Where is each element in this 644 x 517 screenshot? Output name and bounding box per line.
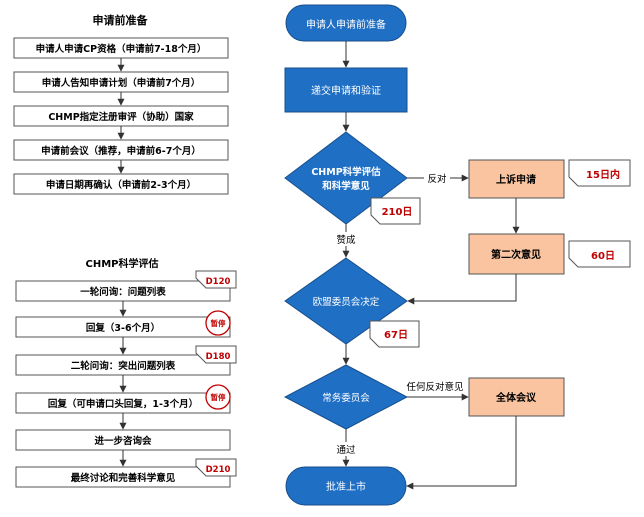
prep-step-3: CHMP指定注册审评（协助）国家 xyxy=(13,105,229,127)
start-node-label: 申请人申请前准备 xyxy=(306,18,386,31)
eval-step-2-label: 回复（3-6个月） xyxy=(86,322,160,334)
tag-210-days-label: 210日 xyxy=(382,206,413,218)
chmp-decision-line1: CHMP科学评估 xyxy=(311,166,381,178)
prep-step-1: 申请人申请CP资格（申请前7-18个月） xyxy=(13,37,229,59)
oppose-label: 反对 xyxy=(427,173,447,185)
tag-d180: D180 xyxy=(195,345,237,364)
plenary-node-label: 全体会议 xyxy=(495,391,537,404)
eval-step-2: 回复（3-6个月） xyxy=(15,316,231,338)
second-opinion-node-label: 第二次意见 xyxy=(491,248,541,261)
prep-step-4-label: 申请前会议（推荐，申请前6-7个月） xyxy=(41,145,201,157)
standing-committee: 常务委员会 xyxy=(283,364,409,430)
tag-210-days: 210日 xyxy=(370,197,421,225)
tag-d210-label: D210 xyxy=(206,465,231,475)
appeal-node-label: 上诉申请 xyxy=(496,173,536,186)
start-node: 申请人申请前准备 xyxy=(285,4,407,42)
prep-step-2-label: 申请人告知申请计划（申请前7个月） xyxy=(42,77,201,89)
any-objection-label: 任何反对意见 xyxy=(406,381,463,393)
chmp-decision-line2: 和科学意见 xyxy=(321,180,370,192)
eval-step-1-label: 一轮问询：问题列表 xyxy=(80,286,166,298)
pass-label: 通过 xyxy=(336,444,356,456)
eval-step-3: 二轮问询：突出问题列表 xyxy=(15,354,231,376)
prep-step-4: 申请前会议（推荐，申请前6-7个月） xyxy=(13,139,229,161)
submit-node: 递交申请和验证 xyxy=(284,67,408,113)
prep-step-3-label: CHMP指定注册审评（协助）国家 xyxy=(48,111,194,123)
eval-step-6: 最终讨论和完善科学意见 xyxy=(15,466,231,488)
pause-badge-2-label: 暂停 xyxy=(211,392,226,402)
tag-d120: D120 xyxy=(195,270,237,289)
prep-step-1-label: 申请人申请CP资格（申请前7-18个月） xyxy=(36,43,207,55)
tag-d210: D210 xyxy=(195,458,237,477)
eval-step-6-label: 最终讨论和完善科学意见 xyxy=(71,472,176,484)
final-node: 批准上市 xyxy=(285,466,407,506)
eval-step-5-label: 进一步咨询会 xyxy=(94,435,152,447)
arrow-plenary-final xyxy=(406,416,517,490)
pause-badge-1: 暂停 xyxy=(205,310,231,336)
eval-step-1: 一轮问询：问题列表 xyxy=(15,280,231,302)
eval-step-5: 进一步咨询会 xyxy=(15,429,231,451)
approve-label: 赞成 xyxy=(336,234,356,246)
tag-15-days: 15日内 xyxy=(568,159,631,187)
tag-15-days-label: 15日内 xyxy=(586,168,620,181)
second-opinion-node: 第二次意见 xyxy=(468,233,565,275)
tag-d120-label: D120 xyxy=(206,277,231,287)
tag-60-days: 60日 xyxy=(568,240,631,268)
prep-step-2: 申请人告知申请计划（申请前7个月） xyxy=(13,71,229,93)
standing-committee-label: 常务委员会 xyxy=(322,392,370,404)
pause-badge-2: 暂停 xyxy=(205,384,231,410)
prep-step-5: 申请日期再确认（申请前2-3个月） xyxy=(13,173,229,195)
tag-d180-label: D180 xyxy=(206,352,231,362)
eval-step-4-label: 回复（可申请口头回复，1-3个月） xyxy=(48,398,198,410)
eval-step-3-label: 二轮问询：突出问题列表 xyxy=(71,360,176,372)
eval-title: CHMP科学评估 xyxy=(86,257,159,270)
eu-decision-label: 欧盟委员会决定 xyxy=(313,296,380,308)
prep-title: 申请前准备 xyxy=(93,13,149,27)
plenary-node: 全体会议 xyxy=(468,377,565,417)
arrow-second-eu xyxy=(407,274,517,305)
pause-badge-1-label: 暂停 xyxy=(211,318,226,328)
prep-step-5-label: 申请日期再确认（申请前2-3个月） xyxy=(46,179,196,191)
tag-67-days-label: 67日 xyxy=(384,329,408,341)
eval-step-4: 回复（可申请口头回复，1-3个月） xyxy=(15,392,231,414)
submit-node-label: 递交申请和验证 xyxy=(311,84,381,97)
final-node-label: 批准上市 xyxy=(326,480,366,493)
tag-67-days: 67日 xyxy=(369,320,420,348)
appeal-node: 上诉申请 xyxy=(468,159,565,199)
tag-60-days-label: 60日 xyxy=(591,250,615,262)
